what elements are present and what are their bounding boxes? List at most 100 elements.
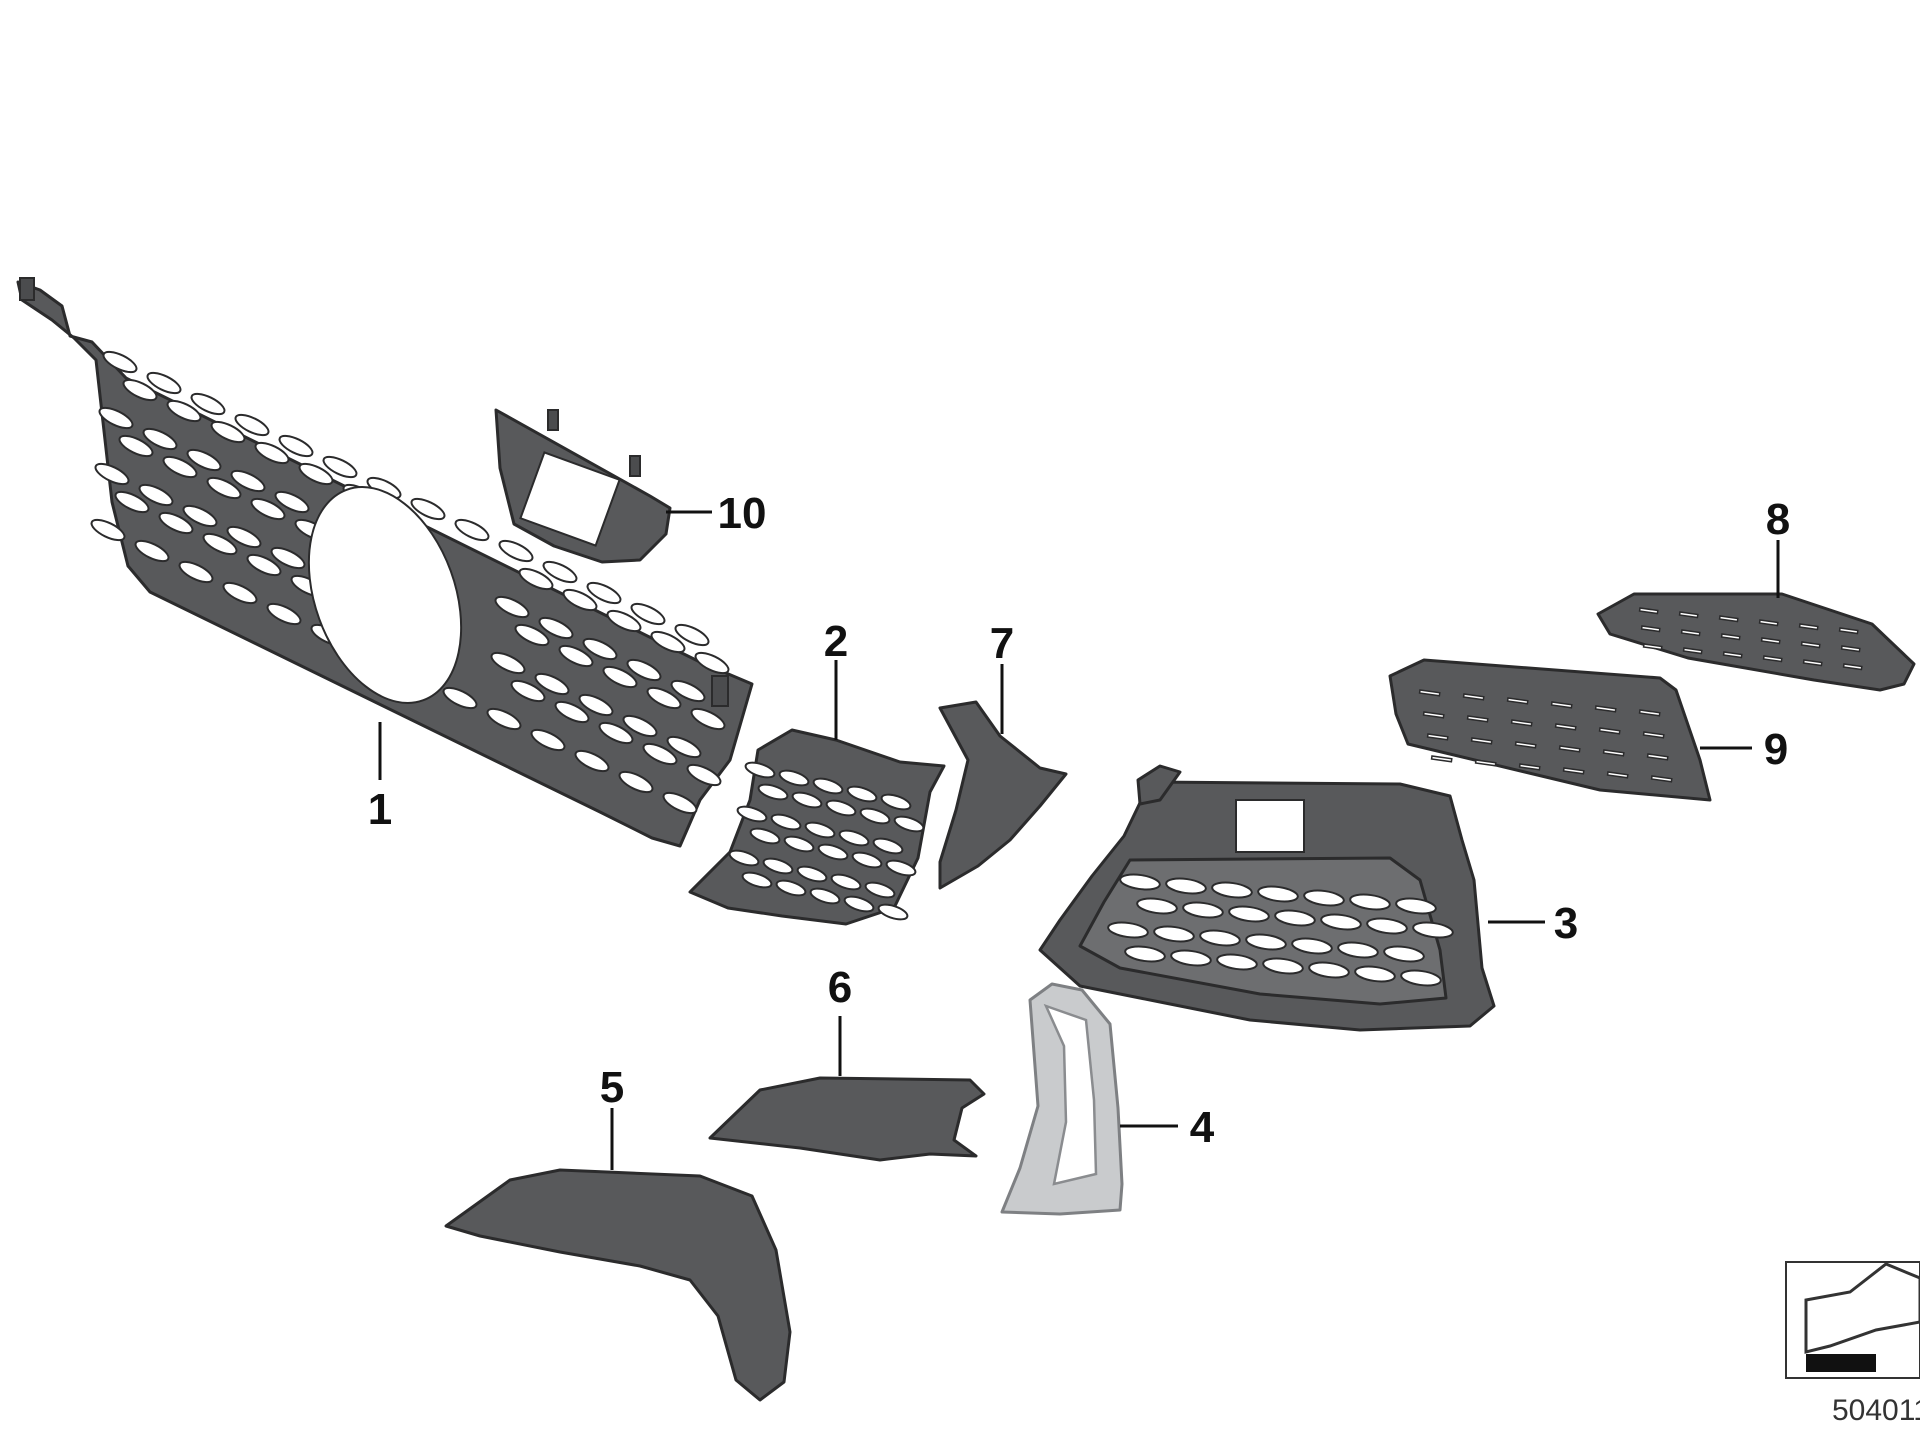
grille-opening — [226, 525, 262, 549]
reference-number: 504011 — [1832, 1394, 1920, 1427]
grille-opening — [1274, 909, 1316, 927]
grille-opening — [494, 595, 530, 619]
grille-opening — [1303, 889, 1345, 907]
insert-slot — [1426, 733, 1449, 741]
grille-opening — [1383, 945, 1425, 963]
grille-opening — [606, 609, 642, 633]
grille-opening — [518, 567, 554, 591]
grille-opening — [728, 849, 760, 867]
insert-slot — [1554, 723, 1577, 731]
grille-opening — [736, 805, 768, 823]
grille-opening — [410, 497, 446, 521]
grille-opening — [809, 887, 841, 905]
grille-opening — [1170, 949, 1212, 967]
grille-opening — [1400, 969, 1442, 987]
grille-opening — [270, 546, 306, 570]
part-8-grille-insert — [1596, 592, 1916, 692]
insert-slot — [1718, 615, 1739, 623]
grille-opening — [562, 588, 598, 612]
grille-opening — [90, 518, 126, 542]
part-6-trim-cover — [708, 1076, 986, 1162]
grille-opening — [1308, 961, 1350, 979]
grille-opening — [804, 821, 836, 839]
grille-opening — [662, 791, 698, 815]
grille-opening — [757, 783, 789, 801]
grille-opening — [554, 700, 590, 724]
insert-slot — [1646, 753, 1669, 761]
insert-slot — [1800, 641, 1821, 649]
insert-slot — [1462, 693, 1485, 701]
grille-opening — [190, 392, 226, 416]
grille-opening — [838, 829, 870, 847]
grille-opening — [741, 871, 773, 889]
part-10-bracket — [494, 408, 672, 564]
grille-opening — [1354, 965, 1396, 983]
grille-opening — [694, 651, 730, 675]
grille-opening — [1124, 945, 1166, 963]
insert-slot — [1518, 763, 1541, 771]
grille-opening — [796, 865, 828, 883]
callout-9: 9 — [1764, 725, 1788, 774]
insert-slot — [1418, 689, 1441, 697]
part-4-chrome-trim — [1000, 982, 1124, 1216]
grille-opening — [670, 679, 706, 703]
grille-opening — [1257, 885, 1299, 903]
callout-8: 8 — [1766, 495, 1790, 544]
part-2-side-grille-small — [688, 728, 946, 926]
grille-opening — [642, 742, 678, 766]
insert-slot — [1760, 637, 1781, 645]
grille-opening — [574, 749, 610, 773]
callout-7: 7 — [990, 619, 1014, 668]
part-1-center-grille — [16, 277, 754, 848]
insert-slot — [1558, 745, 1581, 753]
grille-opening — [864, 881, 896, 899]
grille-opening — [775, 879, 807, 897]
grille-opening — [770, 813, 802, 831]
insert-slot — [1642, 643, 1663, 651]
grille-opening — [598, 721, 634, 745]
grille-opening — [586, 581, 622, 605]
insert-slot — [1642, 731, 1665, 739]
callout-5: 5 — [600, 1063, 624, 1112]
grille-opening — [674, 623, 710, 647]
grille-opening — [885, 859, 917, 877]
grille-opening — [582, 637, 618, 661]
callout-6: 6 — [828, 963, 852, 1012]
grille-opening — [186, 448, 222, 472]
insert-slot — [1678, 611, 1699, 619]
grille-opening — [510, 679, 546, 703]
grille-opening — [650, 630, 686, 654]
grille-opening — [534, 672, 570, 696]
grille-opening — [744, 761, 776, 779]
grille-opening — [630, 602, 666, 626]
grille-opening — [266, 602, 302, 626]
insert-slot — [1474, 759, 1497, 767]
grille-opening — [1136, 897, 1178, 915]
grille-opening — [817, 843, 849, 861]
grille-opening — [686, 763, 722, 787]
insert-slot — [1602, 749, 1625, 757]
grille-opening — [514, 623, 550, 647]
grille-opening — [278, 434, 314, 458]
grille-opening — [825, 799, 857, 817]
grille-opening — [202, 532, 238, 556]
grille-opening — [843, 895, 875, 913]
grille-opening — [1199, 929, 1241, 947]
insert-slot — [1594, 705, 1617, 713]
grille-opening — [206, 476, 242, 500]
insert-slot — [1430, 755, 1453, 763]
grille-opening — [98, 406, 134, 430]
grille-opening — [1366, 917, 1408, 935]
callout-10: 10 — [718, 489, 767, 538]
grille-opening — [1165, 877, 1207, 895]
grille-opening — [298, 462, 334, 486]
insert-slot — [1840, 645, 1861, 653]
grille-opening — [626, 658, 662, 682]
grille-opening — [530, 728, 566, 752]
insert-slot — [1550, 701, 1573, 709]
grille-opening — [812, 777, 844, 795]
callout-labels: 1 2 3 4 5 6 7 8 9 10 — [368, 489, 1790, 1152]
grille-opening — [690, 707, 726, 731]
grille-opening — [880, 793, 912, 811]
